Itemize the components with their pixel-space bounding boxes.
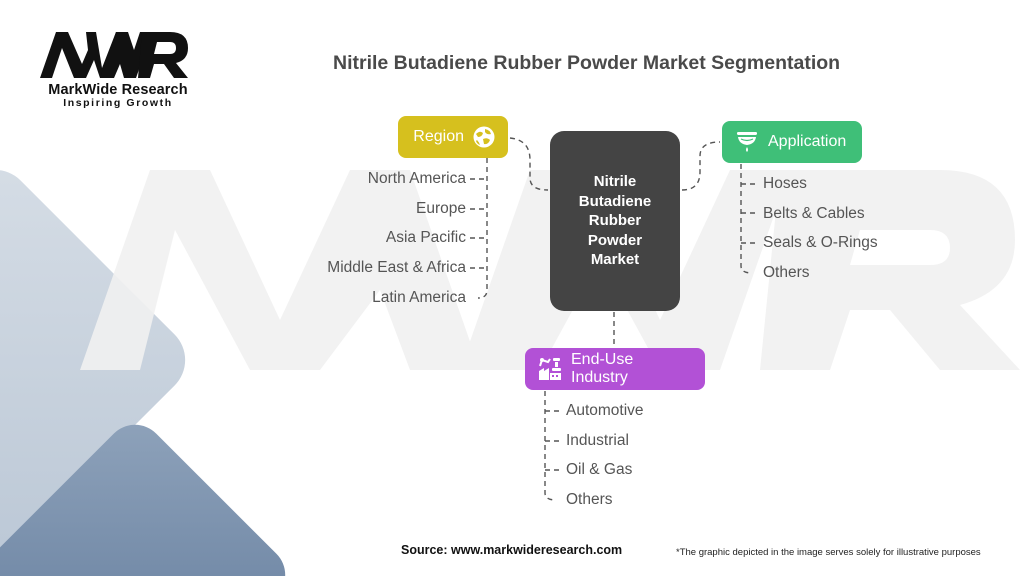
region-item: Europe — [416, 200, 466, 217]
brand-name: MarkWide Research — [48, 82, 188, 98]
application-item: Others — [763, 264, 810, 281]
application-item: Belts & Cables — [763, 205, 865, 222]
page-title: Nitrile Butadiene Rubber Powder Market S… — [333, 52, 841, 74]
center-line: Rubber — [588, 212, 642, 230]
end-use-item: Others — [566, 491, 613, 508]
brand-logo: MarkWide Research Inspiring Growth — [38, 30, 198, 109]
factory-robot-arm-icon — [539, 358, 561, 380]
mwr-logo-mark-icon — [40, 32, 188, 78]
segment-end-use-label: End-Use Industry — [571, 351, 634, 386]
region-item: Asia Pacific — [385, 229, 466, 246]
funnel-drip-icon — [737, 132, 757, 152]
segment-region: Region — [398, 116, 508, 158]
center-line: Butadiene — [578, 192, 652, 210]
source-text: Source: www.markwideresearch.com — [401, 543, 623, 557]
region-item: Latin America — [372, 289, 466, 306]
region-item: Middle East & Africa — [327, 259, 466, 276]
center-market-node: Nitrile Butadiene Rubber Powder Market — [550, 131, 680, 311]
application-item: Seals & O-Rings — [763, 234, 878, 251]
end-use-item: Automotive — [566, 402, 644, 419]
center-line: Powder — [587, 231, 643, 249]
disclaimer-text: *The graphic depicted in the image serve… — [676, 547, 981, 558]
globe-icon — [473, 126, 495, 148]
end-use-item: Oil & Gas — [566, 461, 633, 478]
center-line: Nitrile — [593, 173, 637, 191]
region-item: North America — [367, 170, 466, 187]
segment-region-label: Region — [413, 128, 464, 145]
end-use-item: Industrial — [566, 432, 629, 449]
center-line: Market — [590, 251, 640, 269]
brand-tagline: Inspiring Growth — [63, 97, 173, 109]
segment-application-label: Application — [768, 133, 847, 150]
application-item: Hoses — [763, 175, 807, 192]
segment-application: Application — [722, 121, 862, 163]
segment-end-use-industry: End-Use Industry — [525, 348, 705, 390]
